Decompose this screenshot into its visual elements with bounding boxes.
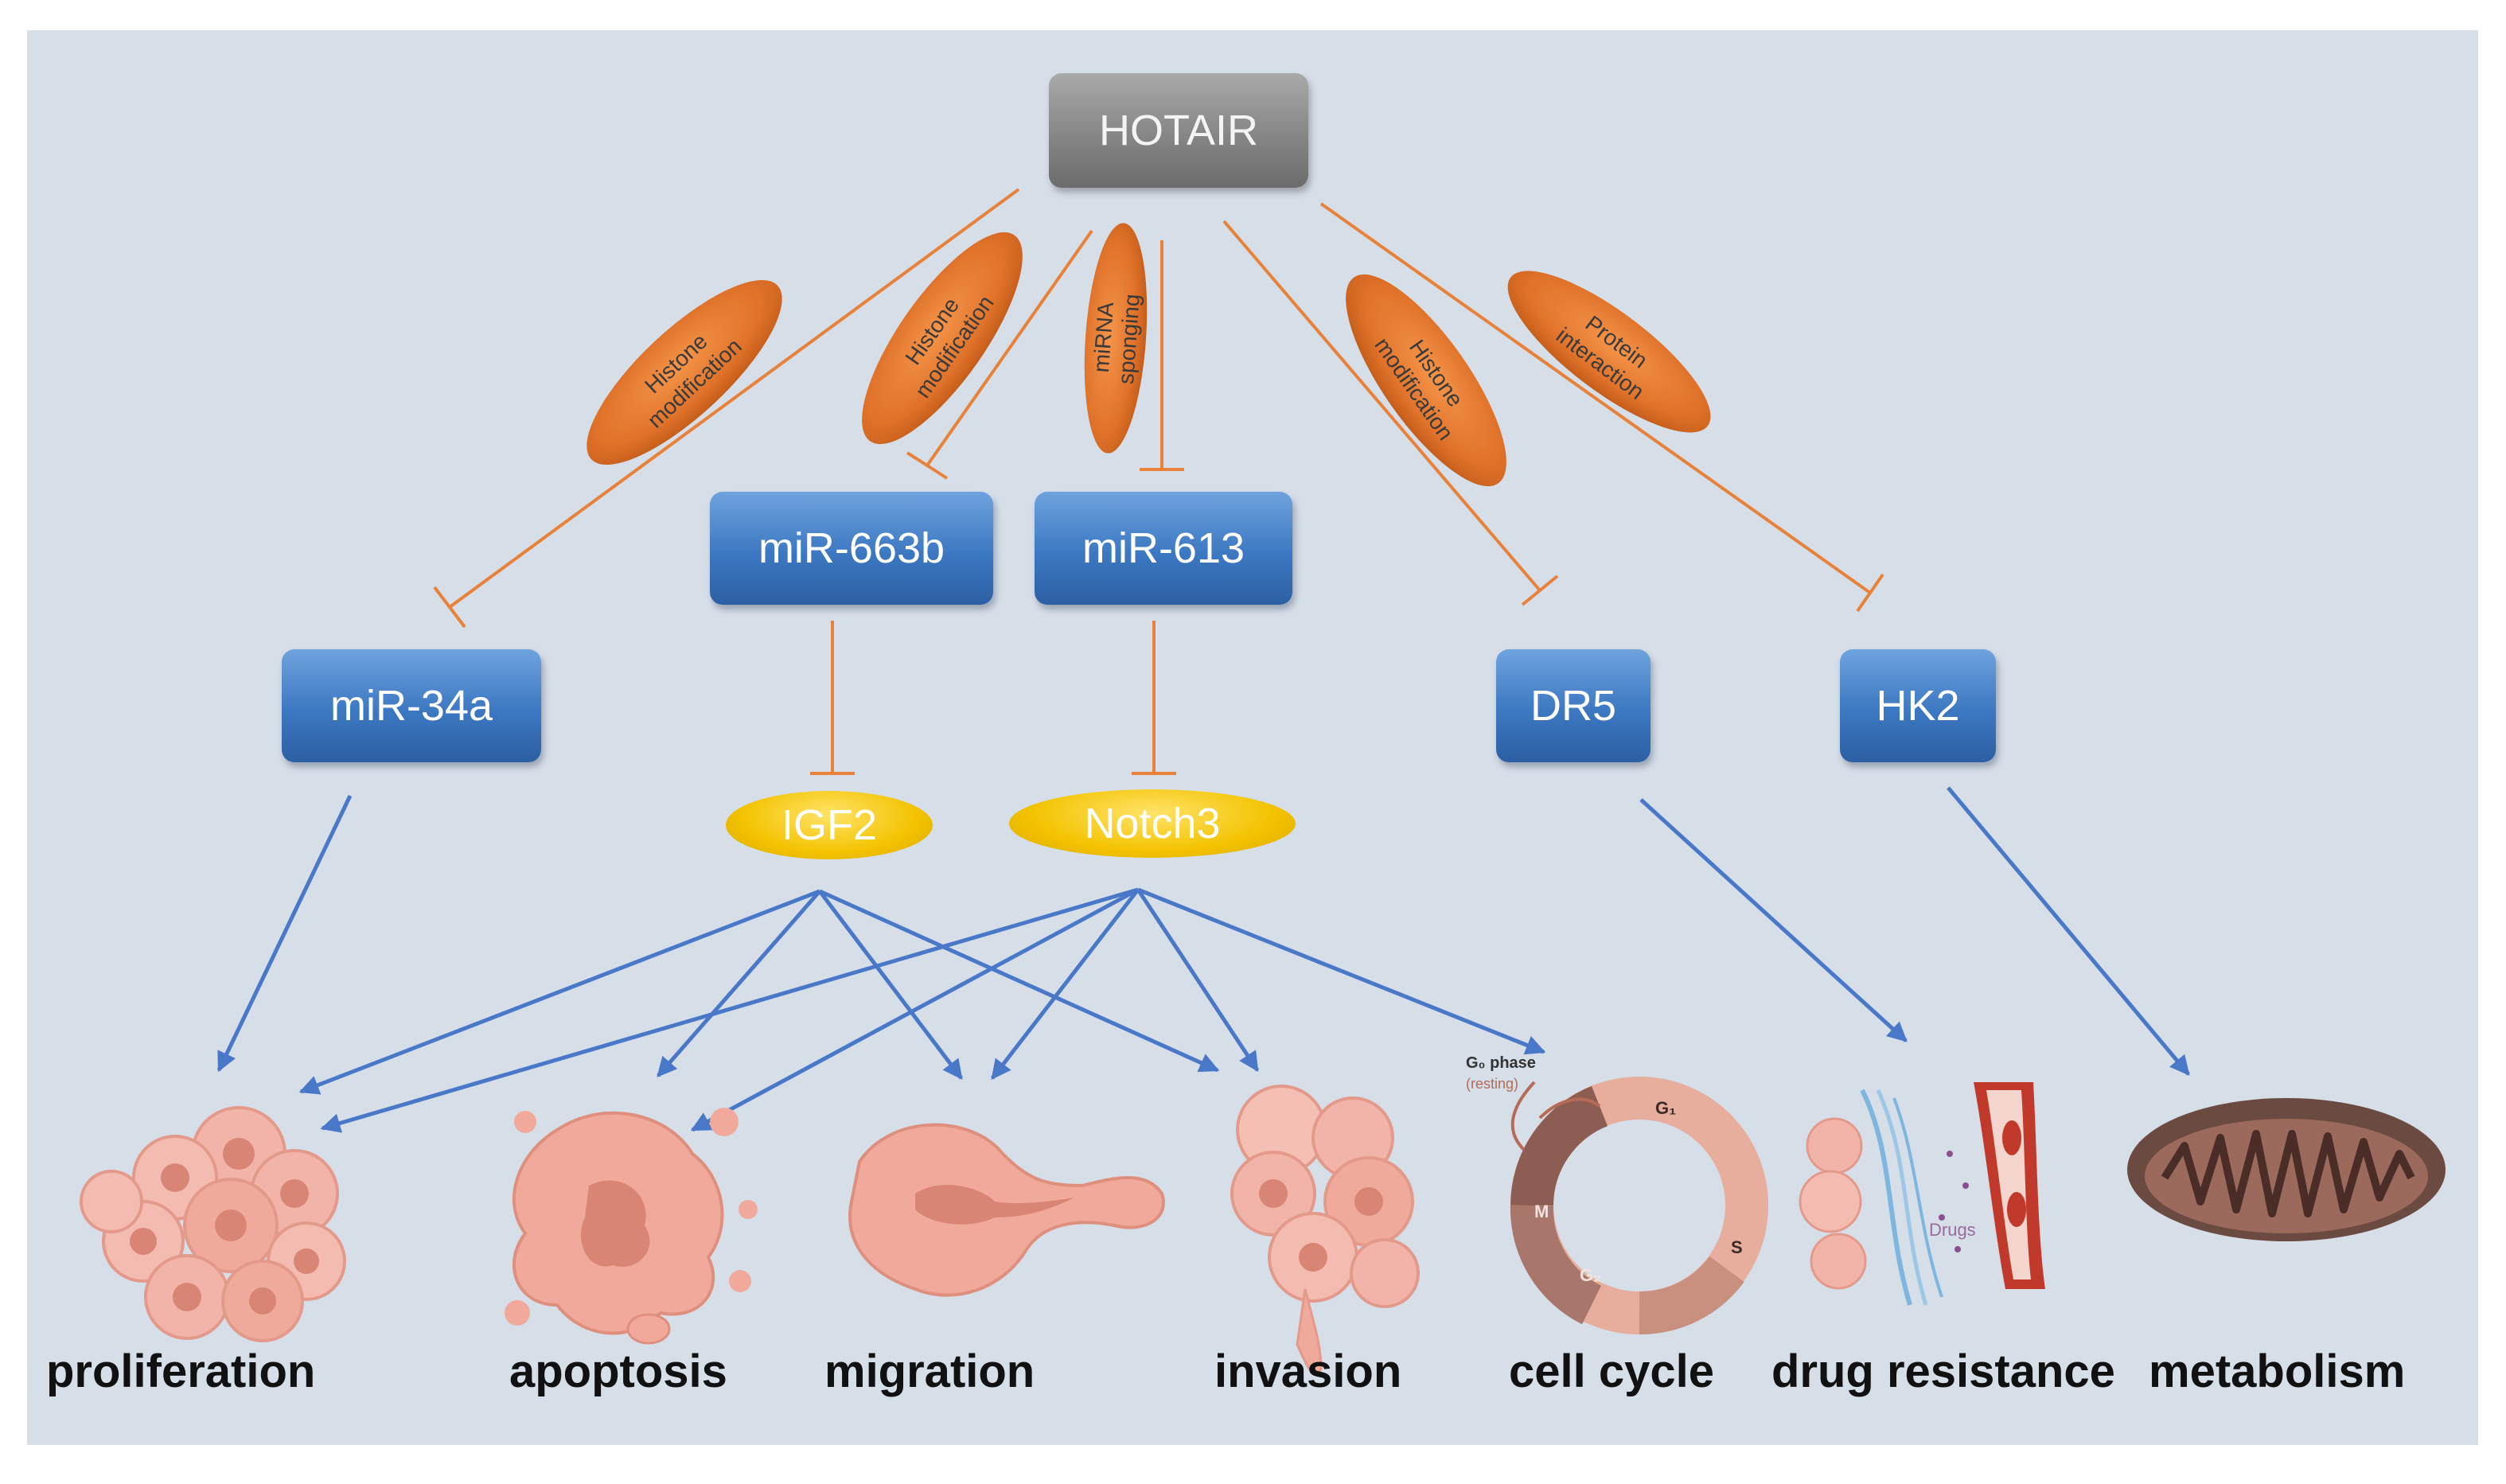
igf2-node: IGF2 <box>726 791 933 859</box>
arrow-hk2-metabolism <box>1947 786 2190 1076</box>
proliferation-illustration <box>80 1106 346 1342</box>
inhibit-bar-mir663b <box>906 451 949 480</box>
inhibit-hotair-mir34a <box>448 188 1020 609</box>
drugs-label: Drugs <box>1929 1220 1976 1240</box>
outcome-cell-cycle: cell cycle <box>1509 1346 1714 1397</box>
arrow-notch3-cellcycle <box>1137 887 1546 1055</box>
inhibit-hotair-dr5 <box>1222 220 1541 592</box>
outcome-migration: migration <box>824 1346 1035 1397</box>
mechanism-ellipses: Histone modification Histone modificatio… <box>587 223 1711 487</box>
inhibit-hotair-mir663b <box>926 229 1093 467</box>
arrow-notch3-apoptosis <box>690 887 1140 1132</box>
activation-arrows <box>216 786 2190 1133</box>
arrow-notch3-invasion <box>1136 888 1260 1073</box>
cell-cycle-g0-phase: G₀ phase <box>1466 1054 1536 1072</box>
mechanism-m5: Protein interaction <box>1507 271 1711 433</box>
outcome-invasion: invasion <box>1214 1346 1402 1397</box>
arrow-igf2-apoptosis <box>657 890 821 1077</box>
migration-illustration <box>848 1123 1165 1297</box>
inhibit-bar-hk2 <box>1856 573 1884 613</box>
hk2-node: HK2 <box>1840 649 1996 762</box>
arrow-igf2-migration <box>818 890 963 1080</box>
mir34a-node: miR-34a <box>282 649 541 762</box>
cell-cycle-m: M <box>1534 1202 1549 1221</box>
metabolism-illustration <box>2127 1098 2446 1241</box>
drug-resistance-illustration: Drugs <box>1799 1082 2045 1306</box>
mechanism-m4: Histone modification <box>1346 274 1506 487</box>
arrow-igf2-proliferation <box>298 889 820 1095</box>
arrow-igf2-invasion <box>818 889 1220 1073</box>
cell-cycle-resting: (resting) <box>1466 1076 1518 1092</box>
inhibit-bar-dr5 <box>1521 575 1559 606</box>
dr5-node: DR5 <box>1496 649 1651 762</box>
mechanism-m2: Histone modification <box>862 232 1023 445</box>
inhibit-hotair-hk2 <box>1319 202 1872 594</box>
outcome-proliferation: proliferation <box>46 1346 316 1397</box>
mechanism-m3: miRNA sponging <box>1084 223 1148 454</box>
outcome-metabolism: metabolism <box>2149 1346 2406 1397</box>
arrow-dr5-drugresistance <box>1639 798 1908 1042</box>
cell-cycle-g2: G₂ <box>1580 1265 1601 1285</box>
inhibit-bar-mir34a <box>433 586 466 629</box>
arrow-notch3-migration <box>991 888 1140 1080</box>
arrow-notch3-proliferation <box>320 887 1139 1133</box>
apoptosis-illustration <box>505 1108 758 1345</box>
cell-cycle-illustration: G₀ phase (resting) G₁ S G₂ M <box>1466 1054 1768 1335</box>
mir663b-node: miR-663b <box>710 492 993 605</box>
invasion-illustration <box>1230 1085 1420 1376</box>
notch3-node: Notch3 <box>1009 789 1296 858</box>
cell-cycle-s: S <box>1731 1237 1743 1257</box>
outcome-apoptosis: apoptosis <box>509 1346 727 1397</box>
cell-cycle-g1: G₁ <box>1655 1098 1676 1118</box>
inhibition-lines <box>433 188 1884 775</box>
arrow-mir34a-proliferation <box>216 794 353 1073</box>
hotair-node: HOTAIR <box>1049 73 1308 188</box>
mechanism-m3-line1: miRNA <box>1089 301 1118 373</box>
outcome-drug-resistance: drug resistance <box>1771 1346 2115 1397</box>
mir613-node: miR-613 <box>1035 492 1292 605</box>
